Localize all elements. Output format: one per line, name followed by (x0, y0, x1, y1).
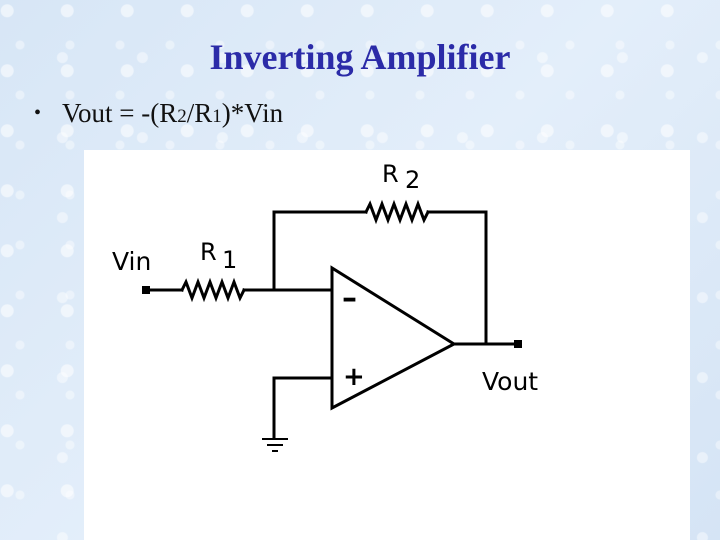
minus-sign: – (342, 281, 357, 316)
vout-label: Vout (482, 367, 538, 396)
r1-label-digit: 1 (222, 246, 237, 274)
r2-label-digit: 2 (405, 166, 420, 194)
formula-part-5: )*Vin (221, 98, 284, 128)
plus-sign: + (343, 362, 365, 392)
vin-label: Vin (112, 247, 151, 276)
circuit-diagram: Vin R 1 R 2 – + Vout (112, 160, 538, 452)
bullet-marker: • (34, 102, 42, 124)
opamp-triangle (330, 265, 458, 411)
slide-title: Inverting Amplifier (209, 37, 511, 77)
circuit-panel: Vin R 1 R 2 – + Vout (84, 150, 690, 540)
ground-symbol (262, 438, 288, 452)
formula-sub-2: 2 (177, 106, 187, 127)
formula-sub-1: 1 (212, 106, 222, 127)
r1-resistor (179, 277, 247, 303)
r1-label-letter: R (200, 238, 217, 266)
formula-part-3: /R (186, 98, 213, 128)
formula-bullet: • Vout = -(R2/R1)*Vin (34, 98, 283, 129)
r2-resistor (363, 199, 431, 225)
formula-part-1: Vout = -(R (62, 98, 178, 128)
r2-label-letter: R (382, 160, 399, 188)
vout-terminal (514, 340, 522, 348)
